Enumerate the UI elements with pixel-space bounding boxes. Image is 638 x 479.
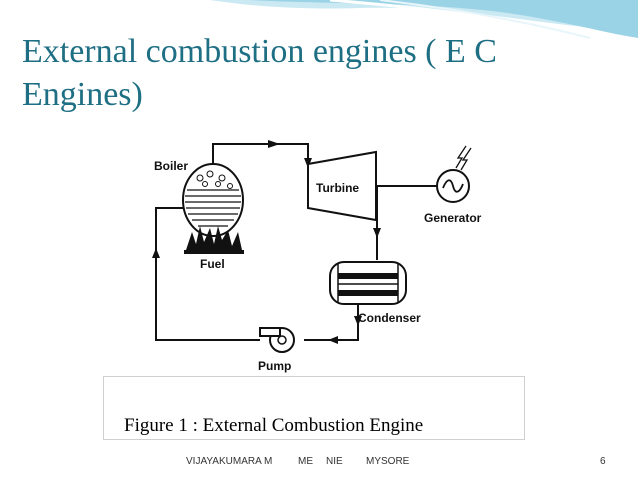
figure-caption: Figure 1 : External Combustion Engine — [124, 415, 424, 436]
turbine — [307, 150, 377, 222]
arrow-left-bottom — [328, 336, 338, 344]
label-condenser: Condenser — [358, 311, 421, 325]
arrow-down-condenser-outlet — [354, 316, 362, 326]
label-turbine: Turbine — [316, 181, 359, 195]
generator — [436, 145, 472, 203]
pump — [259, 327, 295, 353]
footer-degree: ME — [298, 456, 313, 467]
footer-institute: NIE — [326, 456, 343, 467]
arrow-down-condenser-inlet — [373, 228, 381, 238]
arrow-right-top — [268, 140, 280, 148]
boiler — [182, 163, 244, 237]
label-pump: Pump — [258, 359, 291, 373]
header-wave-decoration — [0, 0, 638, 50]
arrow-up-left — [152, 248, 160, 258]
label-boiler: Boiler — [154, 159, 188, 173]
figure-caption-box: Figure 1 : External Combustion Engine — [103, 376, 525, 440]
footer-city: MYSORE — [366, 456, 410, 467]
label-fuel: Fuel — [200, 257, 225, 271]
condenser — [329, 261, 407, 305]
ec-engine-diagram: Boiler Turbine Generator Fuel Condenser … — [152, 140, 482, 373]
label-generator: Generator — [424, 211, 482, 225]
footer-author: VIJAYAKUMARA M — [186, 456, 273, 467]
slide-title: External combustion engines ( E C Engine… — [22, 33, 497, 113]
page-number: 6 — [600, 456, 606, 467]
fuel-flames-icon — [184, 226, 244, 254]
